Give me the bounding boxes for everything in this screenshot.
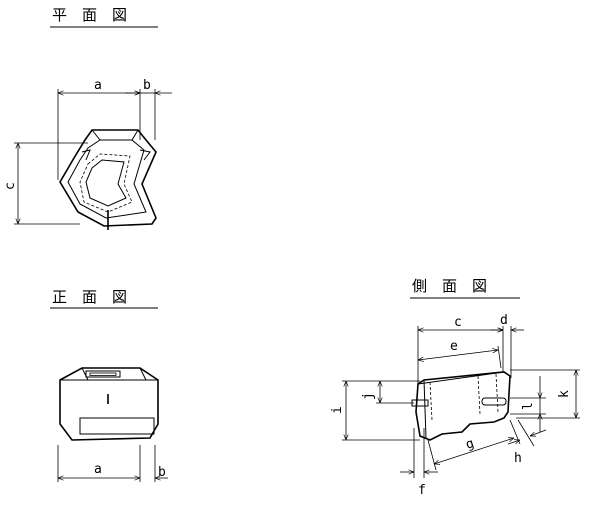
side-pin-right: [481, 397, 507, 406]
dim-g-line-side: [434, 438, 514, 464]
dim-f-label-side: f: [418, 483, 426, 498]
dim-e-label-side: e: [450, 339, 458, 354]
dim-h-line-side: [507, 440, 520, 445]
dim-a-label-plan: a: [94, 78, 102, 93]
dim-c-label-side: c: [454, 315, 462, 330]
plan-view-title: 平 面 図: [52, 6, 127, 24]
plan-view: 平 面 図 a b c: [3, 6, 172, 230]
side-view-title: 側 面 図: [412, 277, 487, 295]
side-pin-left: [411, 399, 429, 407]
dim-k-label-side: k: [557, 390, 572, 398]
dim-h-label-side: h: [514, 451, 522, 466]
side-body-outline: [415, 371, 511, 441]
dim-c-label-plan: c: [3, 182, 18, 190]
dim-j-label-side: j: [361, 392, 376, 400]
plan-pocket-outline: [85, 159, 127, 207]
front-bottom-step: [79, 417, 155, 435]
dim-d-label-side: d: [500, 313, 508, 328]
side-view: 側 面 図 c d e i j: [330, 277, 580, 498]
front-body-outline: [59, 367, 159, 441]
dim-g-label-side: g: [464, 436, 476, 453]
dim-i-label-side: i: [330, 406, 345, 414]
dim-b-label-plan: b: [143, 78, 151, 93]
front-view: 正 面 図 a b: [50, 288, 168, 482]
dim-l-label-side: l: [521, 402, 536, 410]
dim-a-label-front: a: [94, 462, 102, 477]
dim-b-label-front: b: [158, 465, 166, 480]
front-view-title: 正 面 図: [52, 288, 127, 306]
dim-e-line-side: [418, 350, 498, 360]
